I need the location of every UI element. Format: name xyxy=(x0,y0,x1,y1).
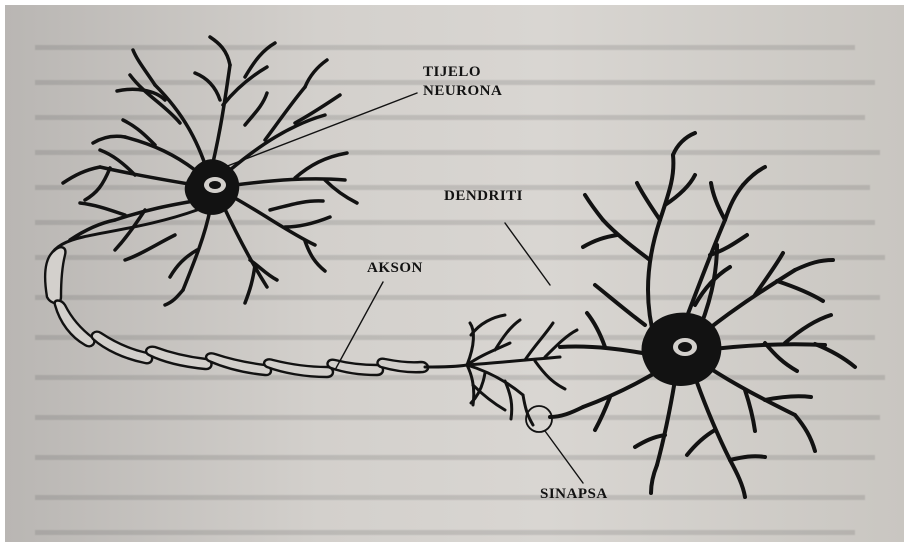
synapse-leader xyxy=(545,431,583,483)
right-neuron-dendrites xyxy=(550,133,855,497)
cell-body-leader xyxy=(217,93,417,170)
dendrites-leader xyxy=(505,223,550,285)
book-page: TIJELO NEURONA DENDRITI AKSON SINAPSA xyxy=(5,5,904,542)
dendrites-label: DENDRITI xyxy=(444,187,523,206)
cell-body-label-line1: TIJELO xyxy=(423,63,502,82)
axon-leader xyxy=(335,282,383,370)
axon-terminals xyxy=(467,315,577,425)
cell-body-label: TIJELO NEURONA xyxy=(423,63,502,101)
cell-body-label-line2: NEURONA xyxy=(423,82,502,101)
axon-label: AKSON xyxy=(367,259,423,278)
synapse-label: SINAPSA xyxy=(540,485,608,504)
